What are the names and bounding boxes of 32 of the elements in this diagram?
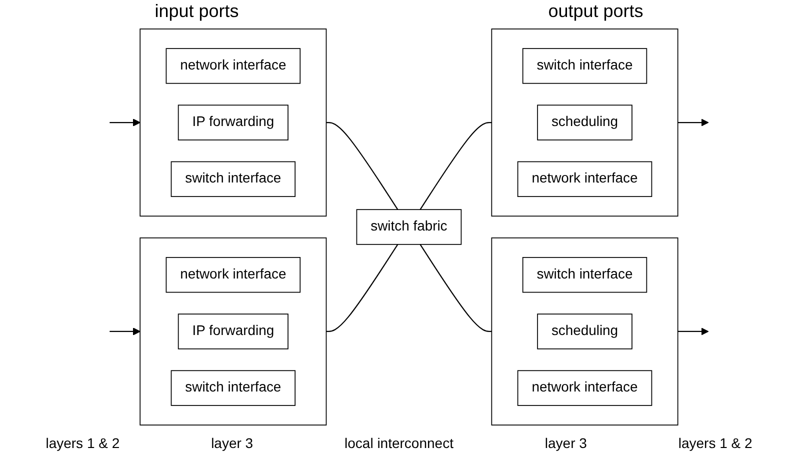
node-box: IP forwarding bbox=[178, 104, 288, 140]
cluster bbox=[139, 237, 326, 426]
arrow bbox=[677, 118, 708, 126]
connector bbox=[419, 244, 492, 332]
node-box: network interface bbox=[165, 257, 300, 293]
layer-label: layer 3 bbox=[544, 435, 587, 451]
connector bbox=[326, 122, 398, 210]
arrow bbox=[109, 118, 140, 126]
layer-label: layers 1 & 2 bbox=[678, 435, 752, 451]
layer-label: local interconnect bbox=[344, 435, 454, 451]
cluster bbox=[490, 28, 678, 217]
layer-label: layer 3 bbox=[211, 435, 254, 451]
node-box: switch interface bbox=[170, 161, 296, 197]
connector bbox=[326, 244, 398, 332]
node-box: switch fabric bbox=[356, 209, 462, 245]
node-box: network interface bbox=[516, 161, 652, 197]
connector bbox=[419, 122, 492, 210]
arrow bbox=[109, 328, 140, 336]
node-box: switch interface bbox=[522, 257, 647, 293]
node-box: network interface bbox=[165, 48, 300, 84]
layer-label: layers 1 & 2 bbox=[46, 435, 120, 451]
cluster bbox=[139, 28, 326, 217]
node-box: switch interface bbox=[522, 48, 647, 84]
node-box: switch interface bbox=[170, 370, 296, 406]
node-box: scheduling bbox=[536, 314, 632, 350]
node-box: IP forwarding bbox=[178, 314, 288, 350]
section-heading: output ports bbox=[548, 0, 644, 22]
section-heading: input ports bbox=[154, 0, 239, 22]
node-box: network interface bbox=[516, 370, 652, 406]
cluster bbox=[490, 237, 678, 426]
node-box: scheduling bbox=[536, 104, 632, 140]
arrow bbox=[677, 328, 708, 336]
